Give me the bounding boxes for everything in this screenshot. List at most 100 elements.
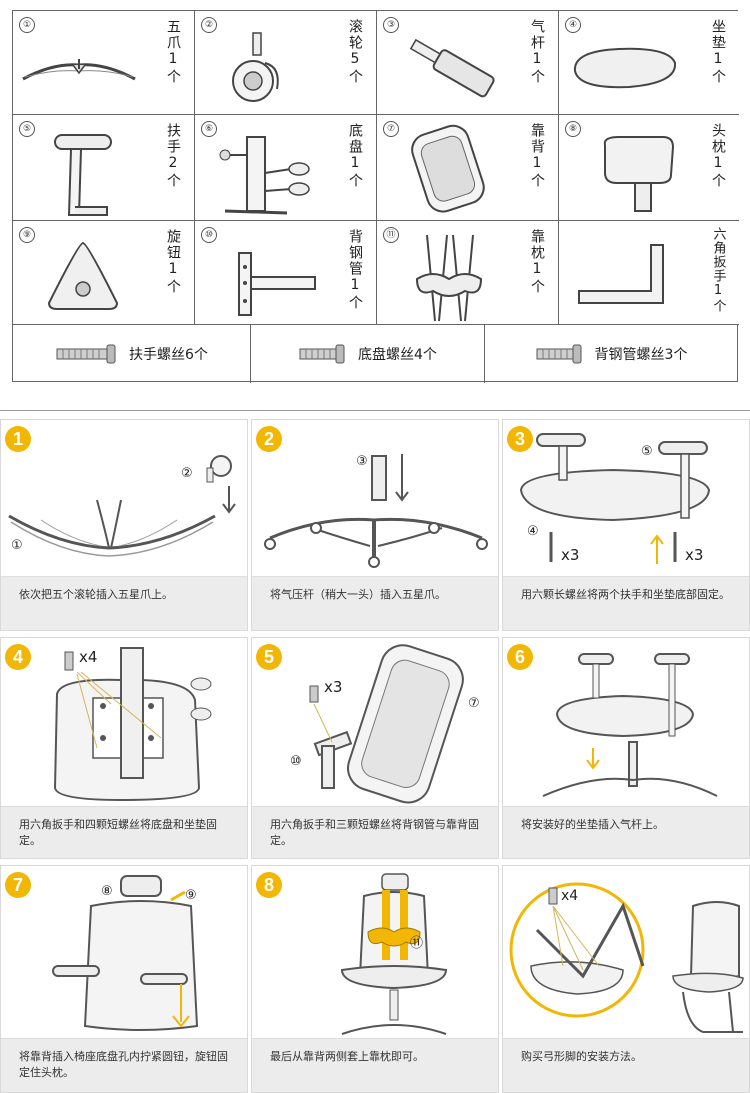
part-label: 头枕1个 (710, 123, 726, 189)
callout-mark: ⑤ (641, 444, 653, 459)
screw-icon (536, 344, 582, 364)
part-label: 六角扳手1个 (710, 227, 726, 313)
part-number: ③ (383, 17, 399, 33)
part-number: ⑥ (201, 121, 217, 137)
step-caption: 将安装好的坐垫插入气杆上。 (503, 806, 749, 858)
step-6: 6 将安装好的坐垫插入气杆上。 (502, 637, 750, 859)
part-number: ⑤ (19, 121, 35, 137)
part-number: ⑪ (383, 227, 399, 243)
part-number: ⑧ (565, 121, 581, 137)
screw-label: 背钢管螺丝3个 (594, 347, 688, 363)
screw-cell-armrest: 扶手螺丝6个 (13, 325, 251, 383)
step-4: 4 x4 用六角扳手和四颗短螺丝将底盘和坐垫固定。 (0, 637, 248, 859)
step-caption: 购买弓形脚的安装方法。 (503, 1038, 749, 1092)
hex-key-icon (578, 244, 664, 304)
gas-lift-icon (409, 38, 495, 98)
callout-mark: ⑩ (290, 754, 302, 769)
step-1: 1 ② ① 依次把五个滚轮插入五星爪上。 (0, 419, 248, 631)
step-number-badge: 7 (5, 872, 31, 898)
part-cell-star-base: ① 五爪1个 (13, 11, 195, 115)
step-number-badge: 3 (507, 426, 533, 452)
step-bow-leg: x4 购买弓形脚的安装方法。 (502, 865, 750, 1093)
knob-icon (47, 241, 119, 310)
step-7: 7 ⑧ ⑨ 将靠背插入椅座底盘孔内拧紧圆钮，旋钮固定住头枕。 (0, 865, 248, 1093)
callout-mark: ① (11, 538, 23, 553)
screw-cell-chassis: 底盘螺丝4个 (251, 325, 485, 383)
part-label: 五爪1个 (165, 19, 181, 85)
screw-icon (56, 344, 116, 364)
star-base-icon (22, 59, 136, 81)
part-label: 扶手2个 (165, 123, 181, 189)
screw-label: 扶手螺丝6个 (129, 347, 208, 363)
part-cell-gas-lift: ③ 气杆1个 (377, 11, 559, 115)
callout-mark: ③ (356, 454, 368, 469)
chassis-icon (219, 136, 310, 215)
part-cell-chassis: ⑥ 底盘1个 (195, 115, 377, 221)
part-cell-armrest: ⑤ 扶手2个 (13, 115, 195, 221)
backrest-icon (411, 124, 485, 213)
callout-mark: ⑧ (101, 884, 113, 899)
chassis-to-seat-illustration (53, 647, 212, 802)
part-number: ⑦ (383, 121, 399, 137)
part-cell-backrest: ⑦ 靠背1个 (377, 115, 559, 221)
step-caption: 将气压杆（稍大一头）插入五星爪。 (252, 576, 498, 630)
part-cell-seat: ④ 坐垫1个 (559, 11, 739, 115)
step-8: 8 ⑪ 最后从靠背两侧套上靠枕即可。 (251, 865, 499, 1093)
lumbar-pillow-illustration (340, 873, 448, 1035)
part-cell-lumbar: ⑪ 靠枕1个 (377, 221, 559, 325)
step-number-badge: 2 (256, 426, 282, 452)
screw-icon (299, 344, 345, 364)
part-cell-back-tube: ⑩ 背钢管1个 (195, 221, 377, 325)
lumbar-pillow-icon (415, 234, 483, 322)
part-label: 靠背1个 (529, 123, 545, 189)
screw-label: 底盘螺丝4个 (358, 347, 437, 363)
step-number-badge: 5 (256, 644, 282, 670)
part-label: 背钢管1个 (347, 229, 363, 311)
step-number-badge: 1 (5, 426, 31, 452)
step-2: 2 ③ 将气压杆（稍大一头）插入五星爪。 (251, 419, 499, 631)
part-cell-caster: ② 滚轮5个 (195, 11, 377, 115)
star-base-with-caster-illustration (8, 455, 236, 557)
part-cell-knob: ⑨ 旋钮1个 (13, 221, 195, 325)
gas-lift-into-base-illustration (264, 454, 488, 568)
part-number: ① (19, 17, 35, 33)
callout-mark: ⑨ (185, 888, 197, 903)
section-divider (0, 410, 750, 411)
part-number: ④ (565, 17, 581, 33)
step-caption: 用六颗长螺丝将两个扶手和坐垫底部固定。 (503, 576, 749, 630)
part-cell-headrest: ⑧ 头枕1个 (559, 115, 739, 221)
back-tube-icon (238, 252, 316, 316)
step-caption: 用六角扳手和三颗短螺丝将背钢管与靠背固定。 (252, 806, 498, 858)
headrest-icon (603, 136, 675, 212)
quantity-mark: x3 (685, 546, 704, 564)
backrest-headrest-illustration (52, 875, 199, 1031)
armrests-to-seat-illustration (519, 433, 711, 564)
armrest-icon (54, 134, 112, 216)
screw-cell-back-tube: 背钢管螺丝3个 (485, 325, 737, 383)
part-cell-hex-key: 六角扳手1个 (559, 221, 739, 325)
step-caption: 用六角扳手和四颗短螺丝将底盘和坐垫固定。 (1, 806, 247, 858)
part-number: ⑨ (19, 227, 35, 243)
part-number: ② (201, 17, 217, 33)
step-caption: 最后从靠背两侧套上靠枕即可。 (252, 1038, 498, 1092)
step-caption: 依次把五个滚轮插入五星爪上。 (1, 576, 247, 630)
step-3: 3 ⑤ ④ x3 x3 用六颗长螺丝将两个扶手和坐垫底部固定。 (502, 419, 750, 631)
part-label: 坐垫1个 (710, 19, 726, 85)
quantity-mark: x3 (324, 678, 343, 696)
step-caption: 将靠背插入椅座底盘孔内拧紧圆钮，旋钮固定住头枕。 (1, 1038, 247, 1092)
back-tube-to-backrest-illustration (309, 644, 464, 804)
callout-mark: ⑪ (410, 936, 424, 951)
step-number-badge: 8 (256, 872, 282, 898)
seat-cushion-icon (573, 47, 677, 89)
bow-leg-frame-illustration (509, 882, 744, 1033)
callout-mark: ⑦ (468, 696, 480, 711)
step-number-badge: 4 (5, 644, 31, 670)
step-5: 5 x3 ⑦ ⑩ 用六角扳手和三颗短螺丝将背钢管与靠背固定。 (251, 637, 499, 859)
part-number: ⑩ (201, 227, 217, 243)
parts-list-table: ① 五爪1个 ② 滚轮5个 ③ 气杆1个 ④ (12, 10, 739, 383)
part-label: 靠枕1个 (529, 229, 545, 295)
step-number-badge: 6 (507, 644, 533, 670)
part-label: 旋钮1个 (165, 229, 181, 295)
part-label: 滚轮5个 (347, 19, 363, 85)
quantity-mark: x4 (561, 888, 579, 904)
